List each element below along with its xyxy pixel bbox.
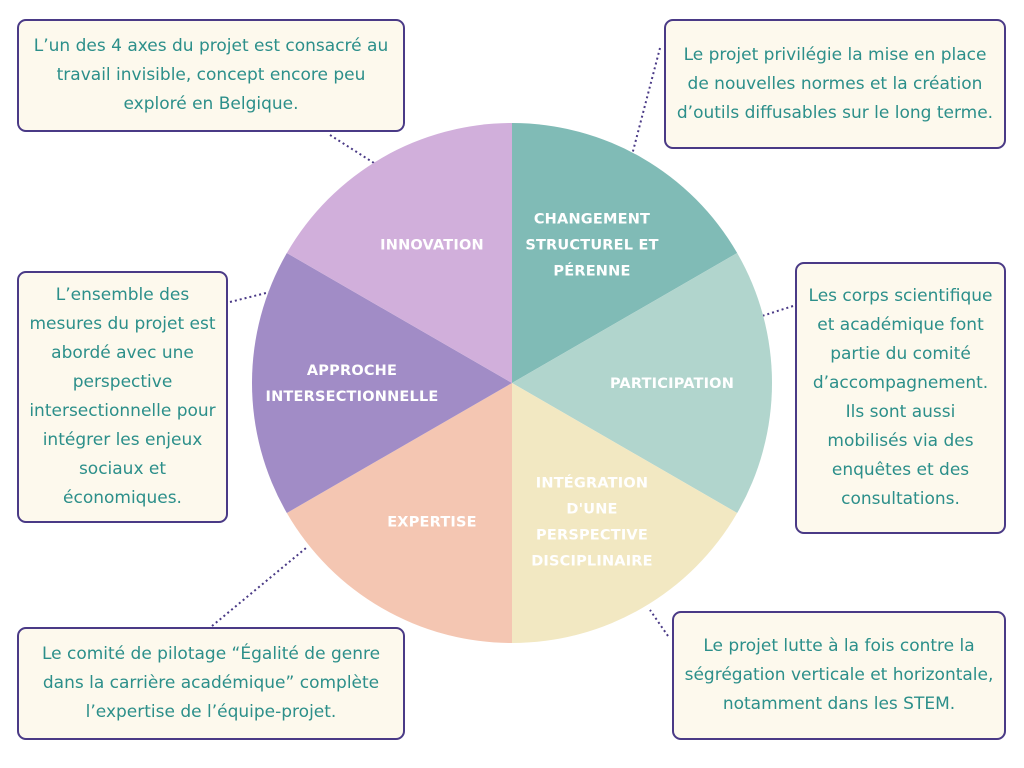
segment-expertise <box>286 383 512 643</box>
segment-approche <box>252 253 513 513</box>
callout-participation-text: Les corps scientifique et académique fon… <box>808 286 993 509</box>
callout-expertise-text: Le comité de pilotage “Égalité de genre … <box>41 644 381 722</box>
callout-changement-text: Le projet privilégie la mise en place de… <box>676 44 994 123</box>
connector-approche <box>229 291 271 303</box>
callout-participation: Les corps scientifique et académique fon… <box>795 262 1006 534</box>
callout-expertise: Le comité de pilotage “Égalité de genre … <box>17 627 405 740</box>
segment-label-expertise: EXPERTISE <box>387 515 477 531</box>
connector-lines <box>211 47 794 637</box>
connector-integration <box>649 609 669 637</box>
segment-label-participation: PARTICIPATION <box>610 376 734 392</box>
connector-innovation <box>329 134 375 164</box>
callout-innovation-text: L’un des 4 axes du projet est consacré a… <box>33 36 389 114</box>
segment-integration <box>512 383 738 643</box>
segment-participation <box>512 253 772 513</box>
segment-changement <box>512 123 738 383</box>
segment-innovation <box>286 123 512 383</box>
callout-changement-structurel: Le projet privilégie la mise en place de… <box>664 19 1006 149</box>
wheel-segments <box>252 123 772 643</box>
connector-changement <box>631 47 661 156</box>
connector-participation <box>761 305 794 317</box>
callout-approche-text: L’ensemble des mesures du projet est abo… <box>29 285 216 508</box>
callout-integration-text: Le projet lutte à la fois contre la ségr… <box>684 636 994 714</box>
callout-integration: Le projet lutte à la fois contre la ségr… <box>672 611 1006 740</box>
callout-approche-intersectionnelle: L’ensemble des mesures du projet est abo… <box>17 271 228 523</box>
segment-label-innovation: INNOVATION <box>380 237 484 253</box>
connector-expertise <box>211 547 307 627</box>
callout-innovation: L’un des 4 axes du projet est consacré a… <box>17 19 405 132</box>
